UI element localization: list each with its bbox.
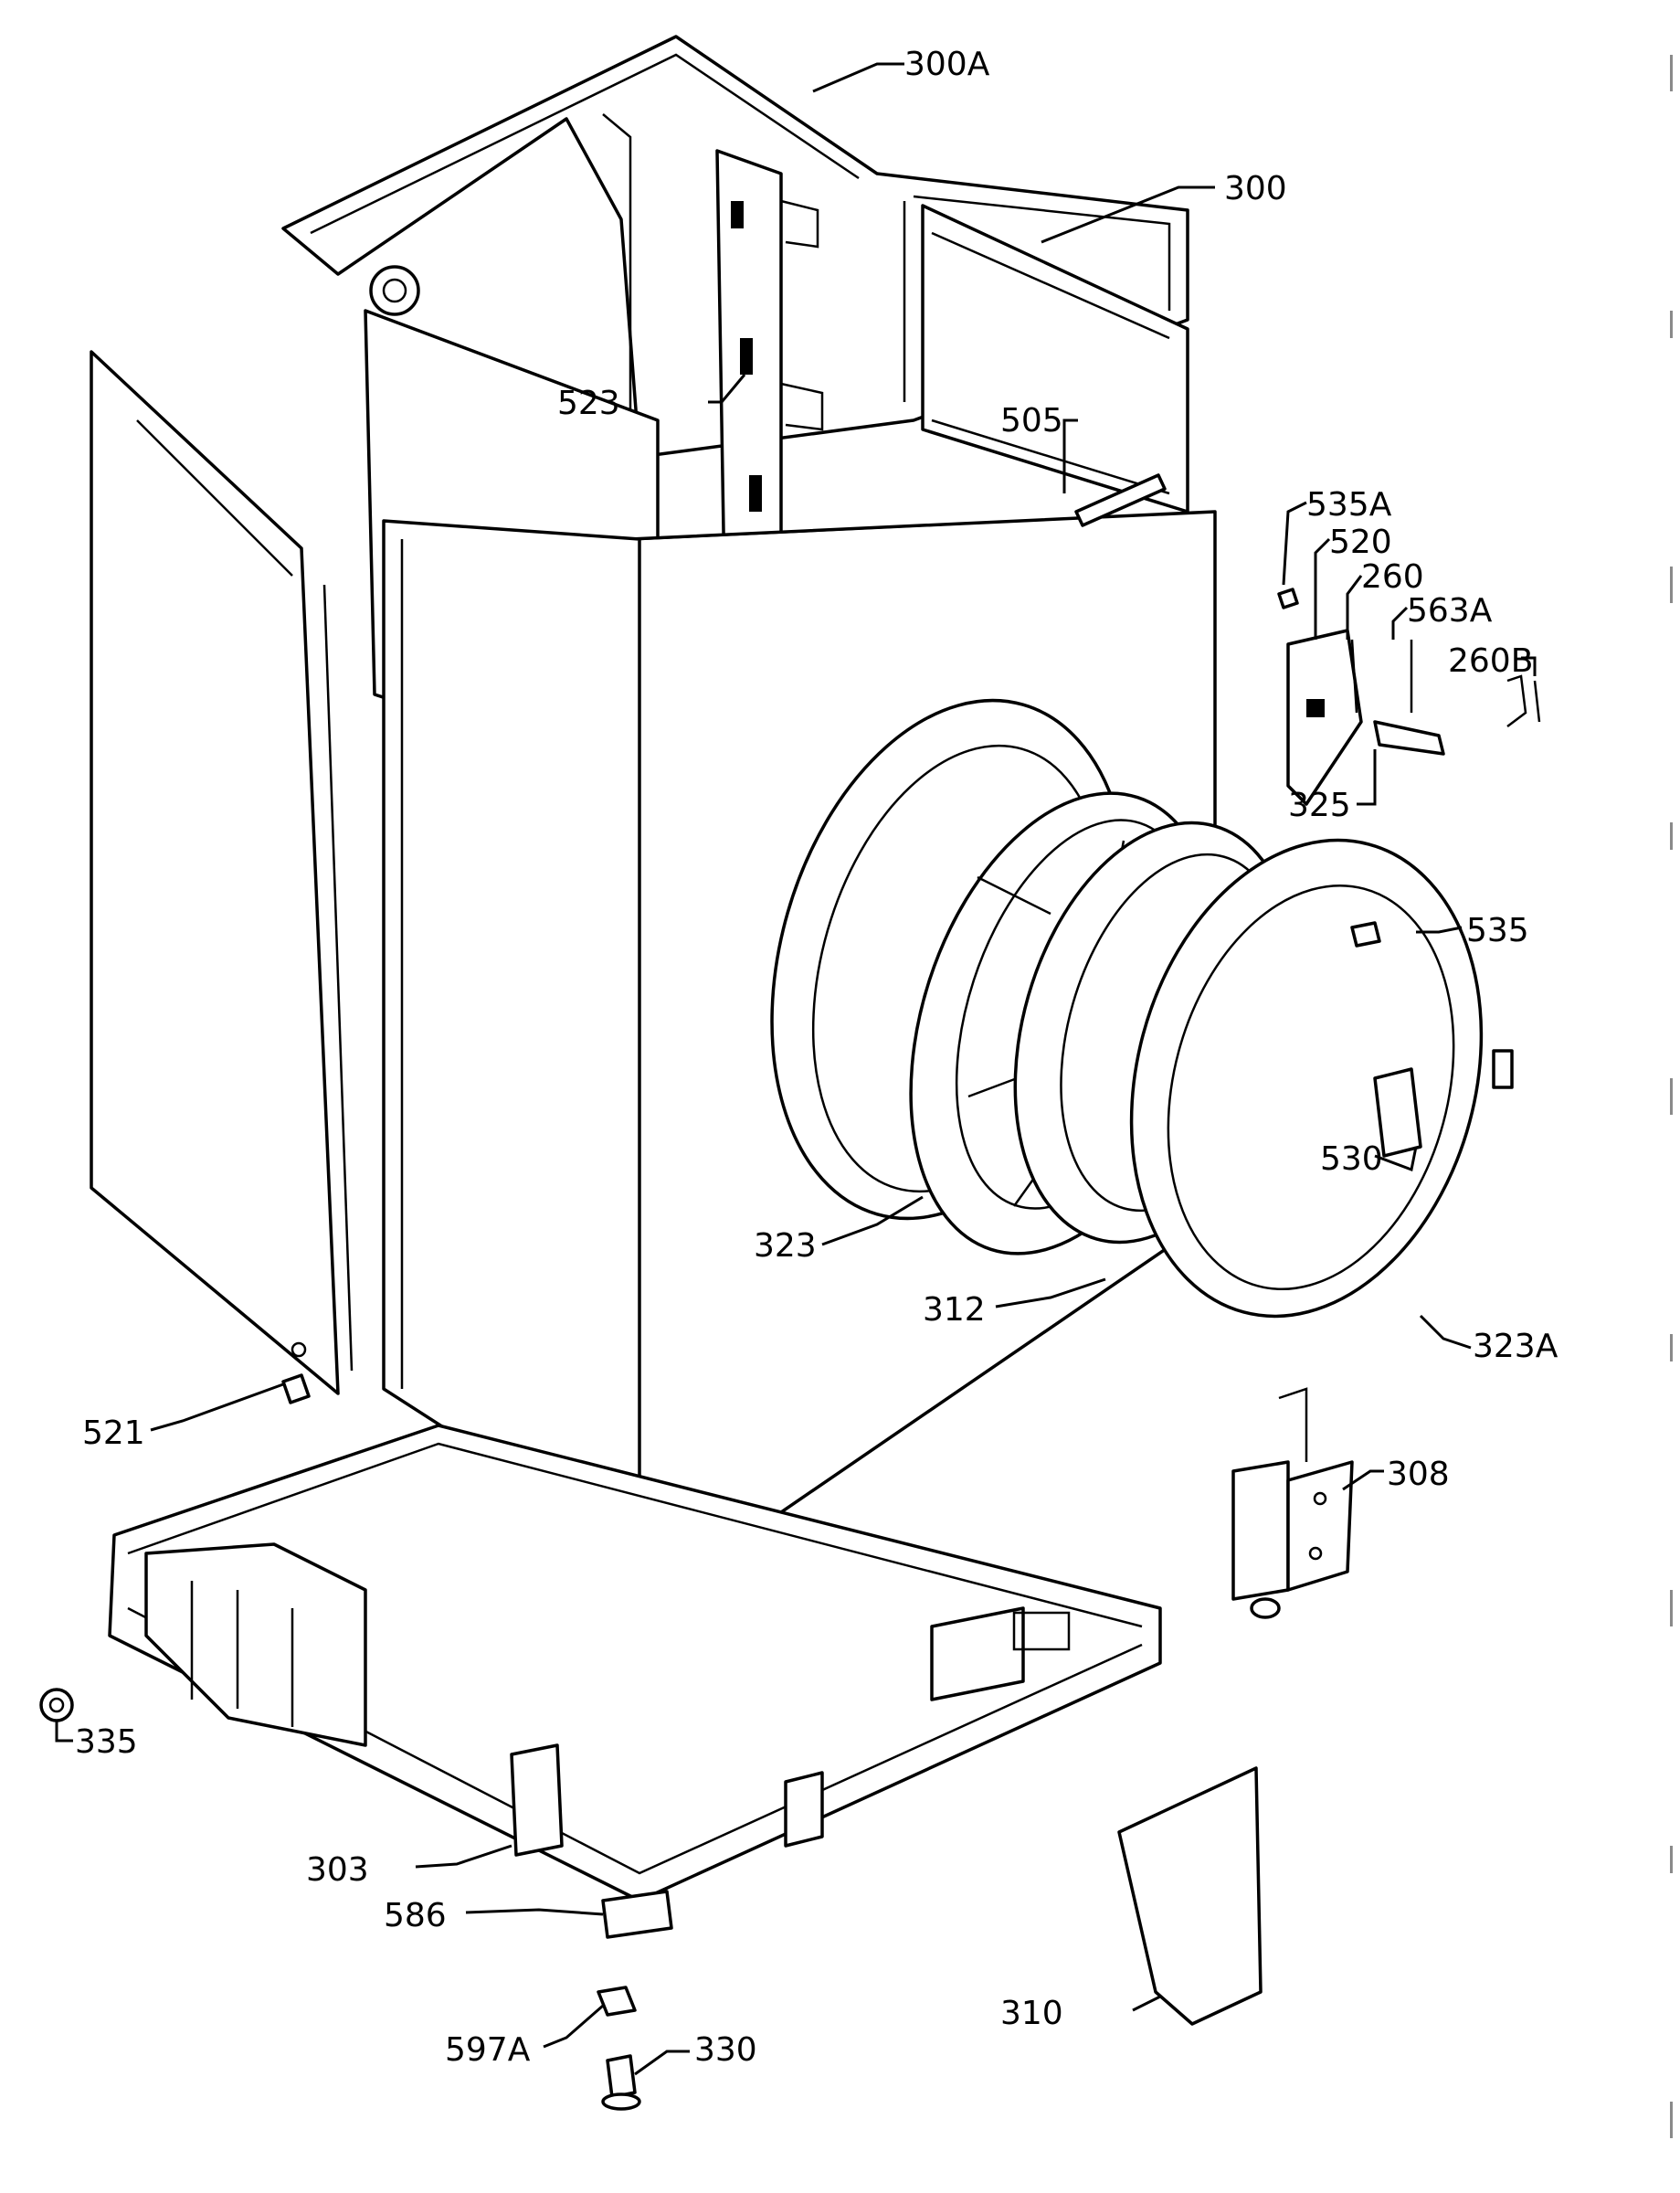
label-300A: 300A	[904, 46, 990, 83]
label-597A: 597A	[445, 2031, 531, 2069]
label-523: 523	[557, 385, 620, 422]
label-260B: 260B	[1448, 642, 1533, 680]
label-325: 325	[1288, 787, 1351, 824]
door	[1129, 838, 1514, 1319]
label-323: 323	[754, 1227, 817, 1265]
label-310: 310	[1000, 1995, 1063, 2032]
edge-scan-marks	[1670, 55, 1673, 2138]
label-505: 505	[1000, 402, 1063, 440]
label-535A: 535A	[1306, 486, 1392, 524]
label-521: 521	[82, 1414, 145, 1452]
tube	[1074, 473, 1167, 527]
label-300: 300	[1224, 170, 1287, 207]
label-260: 260	[1361, 558, 1424, 596]
part-labels: 300A 300 523 505 535A 520 260 563A 260B …	[75, 46, 1558, 2069]
label-308: 308	[1387, 1456, 1450, 1493]
label-563A: 563A	[1407, 592, 1493, 630]
label-323A: 323A	[1473, 1328, 1558, 1365]
leader-lines	[55, 62, 1537, 2076]
left-side-panel	[90, 350, 354, 1395]
label-303: 303	[306, 1851, 369, 1889]
label-535: 535	[1466, 912, 1529, 949]
base-frame	[108, 1424, 1162, 1902]
screw	[281, 1373, 311, 1404]
label-530: 530	[1320, 1140, 1383, 1178]
kick-panel	[1117, 1766, 1263, 2026]
label-335: 335	[75, 1723, 138, 1761]
leveling-foot	[39, 1688, 74, 1722]
label-312: 312	[923, 1291, 986, 1329]
door-lock-assembly	[1277, 588, 1541, 948]
label-520: 520	[1329, 524, 1392, 561]
label-586: 586	[384, 1897, 447, 1934]
foot-assembly	[597, 1890, 673, 2111]
label-330: 330	[694, 2031, 757, 2069]
hinge	[1231, 1387, 1354, 1619]
